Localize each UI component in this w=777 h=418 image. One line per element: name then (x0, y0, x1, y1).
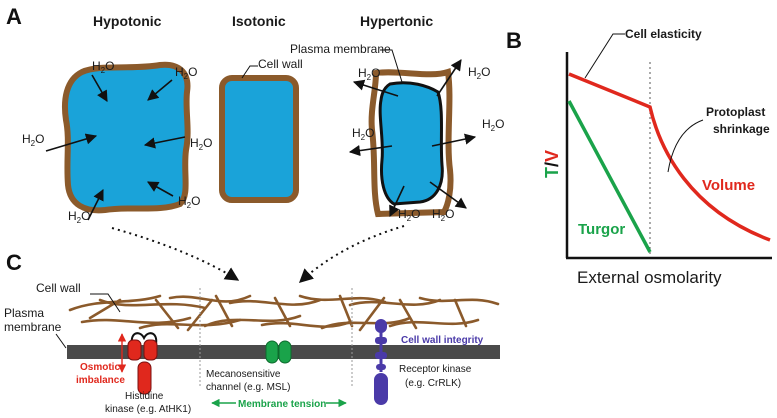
hypertonic-title: Hypertonic (360, 13, 433, 29)
osmotic-label-1: Osmotic (80, 362, 120, 373)
water-label: H2O (358, 66, 380, 82)
hypotonic-arrows (45, 74, 186, 221)
legend-turgor: Turgor (578, 221, 625, 238)
cell-wall-leader-a (241, 65, 258, 79)
panel-b-letter: B (506, 28, 522, 53)
isotonic-title: Isotonic (232, 13, 286, 29)
meca-label-2: channel (e.g. MSL) (206, 382, 291, 393)
protoplast-label-1: Protoplast (706, 105, 765, 119)
y-label-t: T (542, 167, 562, 178)
plasma-leader (55, 333, 67, 349)
x-axis-label: External osmolarity (577, 268, 722, 287)
osmotic-label-2: imbalance (76, 375, 125, 386)
cell-elasticity-leader (584, 33, 625, 79)
dotted-arrow-right (298, 225, 405, 283)
plasma-membrane-label: Plasma membrane (290, 42, 391, 56)
legend-volume: Volume (702, 177, 755, 194)
hypotonic-cell (61, 61, 191, 214)
cell-wall-integrity-label: Cell wall integrity (401, 335, 484, 346)
panel-a-letter: A (6, 4, 22, 29)
receptor-kinase (374, 319, 388, 405)
water-label: H2O (482, 117, 504, 133)
svg-text:T/V: T/V (542, 150, 562, 178)
hypertonic-water-labels: H2O H2O H2O H2O H2O H2O (352, 65, 504, 223)
water-label: H2O (178, 194, 200, 210)
protoplast-leader (667, 119, 704, 173)
water-label: H2O (190, 136, 212, 152)
cell-elasticity-label: Cell elasticity (625, 27, 702, 41)
histidine-label-2: kinase (e.g. AtHK1) (105, 404, 191, 415)
plasma-membrane-leader (380, 49, 403, 83)
y-label-sep: / (542, 162, 562, 167)
dotted-arrow-left (111, 227, 240, 281)
series-turgor-line (567, 100, 652, 253)
cell-wall-leader-c (90, 293, 121, 313)
panel-a: A Hypotonic Isotonic Hypertonic Plasma m… (6, 4, 504, 283)
histidine-label-1: Histidine (125, 391, 164, 402)
meca-label-1: Mecanosensitive (206, 369, 281, 380)
water-label: H2O (175, 65, 197, 81)
hypotonic-title: Hypotonic (93, 13, 162, 29)
histidine-kinase (127, 332, 158, 395)
water-label: H2O (432, 207, 454, 223)
y-axis-label: T/V (542, 150, 562, 178)
cell-wall-fibers (68, 294, 500, 332)
hypertonic-protoplast (378, 81, 444, 206)
series-volume-line (568, 72, 771, 242)
receptor-label-2: (e.g. CrRLK) (405, 378, 461, 389)
water-label: H2O (22, 132, 44, 148)
cell-wall-label-c: Cell wall (36, 281, 81, 295)
hypertonic-arrows (348, 59, 477, 218)
panel-b: B T/V External osmolarity Cell elasticit… (506, 27, 772, 287)
water-label: H2O (468, 65, 490, 81)
membrane-tension-label: Membrane tension (238, 399, 326, 410)
isotonic-cell (219, 75, 299, 203)
water-label: H2O (68, 209, 90, 225)
y-label-v: V (542, 150, 562, 162)
protoplast-label-2: shrinkage (713, 122, 770, 136)
panel-c-letter: C (6, 250, 22, 275)
receptor-label-1: Receptor kinase (399, 364, 472, 375)
plasma-label-1: Plasma (4, 306, 44, 320)
membrane-tension-bg (236, 396, 326, 410)
water-label: H2O (352, 126, 374, 142)
water-label: H2O (398, 207, 420, 223)
plasma-label-2: membrane (4, 320, 62, 334)
water-label: H2O (92, 59, 114, 75)
hypotonic-water-labels: H2O H2O H2O H2O H2O H2O (22, 59, 212, 225)
panel-c: C (4, 250, 500, 415)
mechanosensitive-channel (265, 340, 292, 364)
cell-wall-label-a: Cell wall (258, 57, 303, 71)
